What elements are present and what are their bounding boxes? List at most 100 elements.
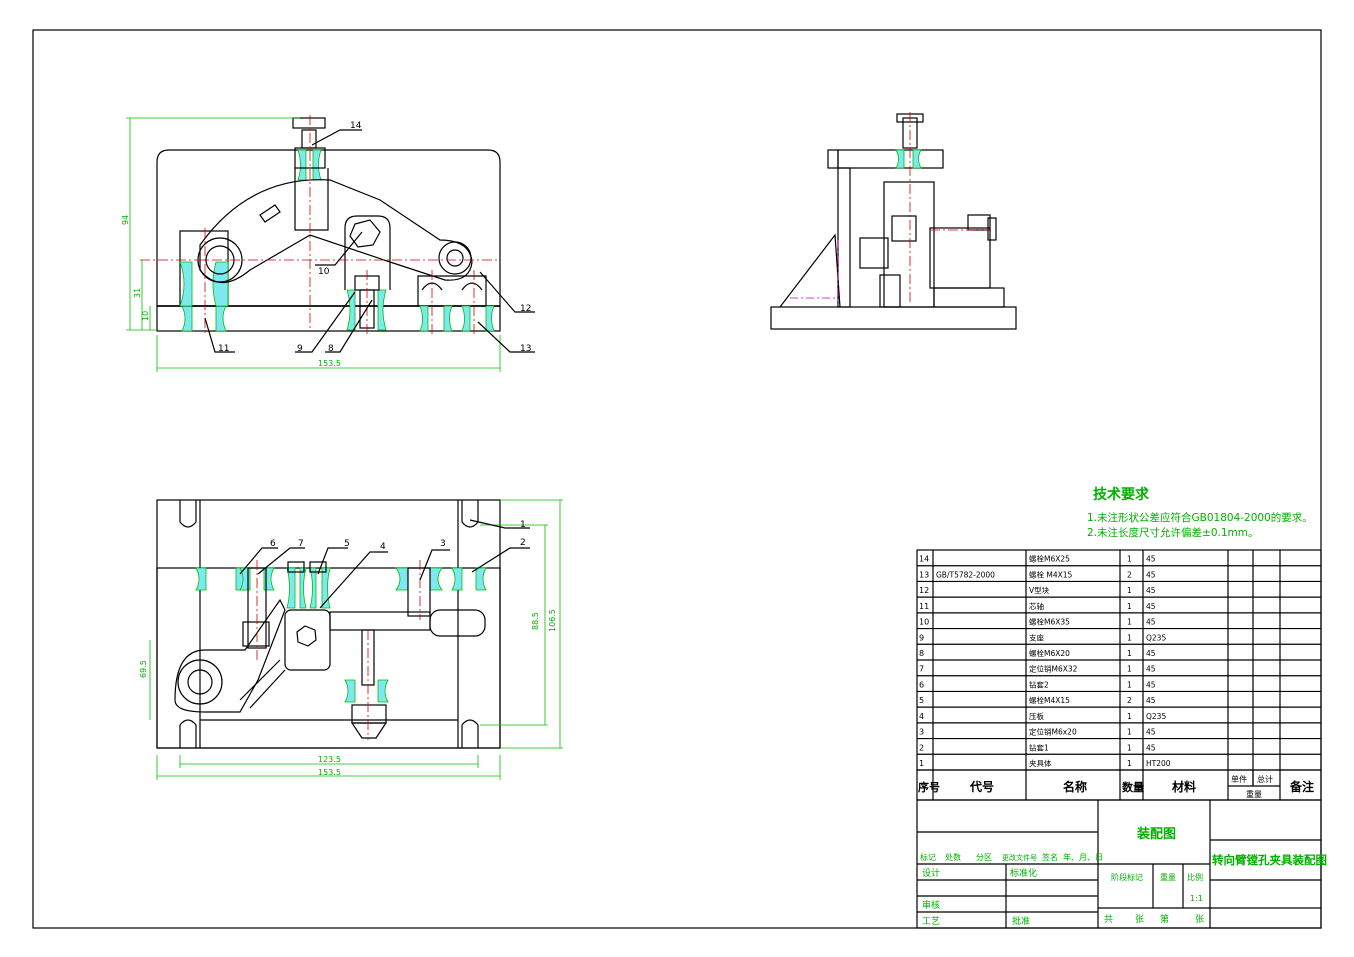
bom-cell-no: 1 — [919, 759, 924, 768]
bom-cell-mat: 45 — [1146, 586, 1156, 595]
top-view: 123.5 153.5 88.5 106.5 69.5 1 2 3 4 5 6 … — [139, 499, 563, 780]
drawing-name: 转向臂镗孔夹具装配图 — [1212, 853, 1327, 867]
bom-cell-qty: 1 — [1127, 712, 1132, 721]
bom-cell-no: 2 — [919, 743, 924, 752]
bom-cell-mat: HT200 — [1146, 759, 1171, 768]
bom-cell-no: 12 — [919, 586, 929, 595]
bom-cell-no: 7 — [919, 665, 924, 674]
bom-header-name: 名称 — [1063, 779, 1087, 794]
drawing-type: 装配图 — [1136, 826, 1176, 842]
bom-cell-qty: 1 — [1127, 680, 1132, 689]
bom-cell-mat: Q235 — [1146, 712, 1166, 721]
tb-scale: 比例 — [1187, 872, 1203, 882]
bom-cell-mat: 45 — [1146, 665, 1156, 674]
bom-cell-name: 螺栓M4X15 — [1029, 695, 1070, 705]
bom-cell-name: 钻套2 — [1029, 679, 1049, 689]
front-label-13: 13 — [520, 344, 531, 354]
bom-header-total: 总计 — [1257, 774, 1273, 784]
tb-sheets: 张 — [1135, 914, 1144, 925]
bom-cell-qty: 1 — [1127, 586, 1132, 595]
bom-header-no: 序号 — [918, 780, 940, 794]
bom-cell-name: 钻套1 — [1029, 742, 1049, 752]
bom-cell-qty: 1 — [1127, 649, 1132, 658]
technical-requirements: 技术要求 1.未注形状公差应符合GB01804-2000的要求。 2.未注长度尺… — [1087, 486, 1313, 539]
front-dim-10: 10 — [141, 311, 150, 321]
bom-cell-name: 定位销M6x20 — [1029, 727, 1077, 737]
tb-total: 共 — [1104, 914, 1113, 925]
bom-cell-mat: 45 — [1146, 649, 1156, 658]
tb-sign: 签名 — [1042, 852, 1058, 862]
bom-cell-qty: 1 — [1127, 602, 1132, 611]
bom-cell-name: 螺栓 M4X15 — [1029, 569, 1073, 579]
bom-cell-mat: 45 — [1146, 618, 1156, 627]
bom-cell-no: 14 — [919, 555, 929, 564]
bom-cell-mat: 45 — [1146, 743, 1156, 752]
bom-header: 序号 代号 名称 数量 材料 单件 总计 重量 备注 — [918, 774, 1314, 799]
bom-cell-qty: 1 — [1127, 555, 1132, 564]
bom-cell-mat: 45 — [1146, 555, 1156, 564]
sheet-border — [32, 29, 1322, 929]
bom-cell-qty: 1 — [1127, 618, 1132, 627]
tech-req-title: 技术要求 — [1093, 486, 1150, 503]
title-block: 装配图 转向臂镗孔夹具装配图 标记 处数 分区 更改文件号 签名 年、月、日 设… — [916, 799, 1327, 929]
tb-approve: 批准 — [1012, 915, 1030, 927]
front-view: 94 31 10 153.5 14 10 12 11 9 8 13 — [121, 115, 535, 372]
bom-cell-name: 压板 — [1029, 711, 1045, 721]
bom-cell-mat: 45 — [1146, 602, 1156, 611]
tb-review: 审核 — [922, 899, 940, 911]
bom-cell-name: 螺栓M6X25 — [1029, 554, 1070, 564]
side-view — [770, 112, 1017, 330]
tb-scale-value: 1:1 — [1190, 894, 1203, 903]
top-label-7: 7 — [298, 539, 304, 549]
bom-cell-qty: 2 — [1127, 570, 1132, 579]
bom-cell-mat: 45 — [1146, 570, 1156, 579]
front-dim-width: 153.5 — [318, 359, 341, 368]
top-dim-153-5: 153.5 — [318, 768, 341, 777]
bom-cell-no: 11 — [919, 602, 929, 611]
tb-change-doc: 更改文件号 — [1002, 853, 1037, 862]
bom-cell-name: 螺栓M6X20 — [1029, 648, 1070, 658]
top-dim-106-5: 106.5 — [548, 609, 557, 632]
bom-header-unit: 单件 — [1231, 774, 1247, 784]
front-dim-31: 31 — [133, 288, 142, 298]
bom-cell-mat: 45 — [1146, 728, 1156, 737]
tech-req-line-1: 1.未注形状公差应符合GB01804-2000的要求。 — [1087, 511, 1313, 524]
top-label-2: 2 — [520, 538, 526, 548]
bom-cell-mat: 45 — [1146, 680, 1156, 689]
tb-page: 第 — [1160, 913, 1169, 925]
bom-cell-name: 螺栓M6X35 — [1029, 617, 1070, 627]
bom-cell-no: 13 — [919, 570, 929, 579]
bom-cell-name: 夹具体 — [1029, 758, 1052, 768]
tb-mark: 标记 — [920, 852, 936, 862]
tb-count: 处数 — [945, 852, 961, 862]
tb-stage: 阶段标记 — [1111, 872, 1143, 882]
bom-cell-qty: 1 — [1127, 743, 1132, 752]
front-label-12: 12 — [520, 304, 531, 314]
bom-cell-no: 4 — [919, 712, 924, 721]
bom-cell-name: 定位销M6X32 — [1029, 664, 1078, 674]
top-dim-123-5: 123.5 — [318, 755, 341, 764]
top-label-3: 3 — [440, 539, 446, 549]
tb-sheet: 张 — [1195, 914, 1204, 925]
bom-cell-no: 10 — [919, 618, 929, 627]
top-label-4: 4 — [380, 542, 386, 552]
bom-cell-qty: 1 — [1127, 633, 1132, 642]
bom-cell-code: GB/T5782-2000 — [936, 570, 995, 579]
bom-header-qty: 数量 — [1122, 780, 1144, 794]
bom-cell-name: 芯轴 — [1029, 601, 1044, 611]
bom-header-code: 代号 — [969, 779, 994, 794]
bom-cell-qty: 1 — [1127, 759, 1132, 768]
bom-cell-no: 8 — [919, 649, 924, 658]
top-dim-69-5: 69.5 — [139, 660, 148, 678]
front-label-14: 14 — [350, 121, 362, 131]
top-dim-88-5: 88.5 — [531, 612, 540, 630]
bom-cell-no: 6 — [919, 680, 924, 689]
bom-cell-no: 5 — [919, 696, 924, 705]
bom-cell-mat: Q235 — [1146, 633, 1166, 642]
bom-header-remark: 备注 — [1289, 779, 1314, 794]
bom-cell-qty: 1 — [1127, 728, 1132, 737]
front-label-8: 8 — [328, 344, 334, 354]
bom-cell-mat: 45 — [1146, 696, 1156, 705]
